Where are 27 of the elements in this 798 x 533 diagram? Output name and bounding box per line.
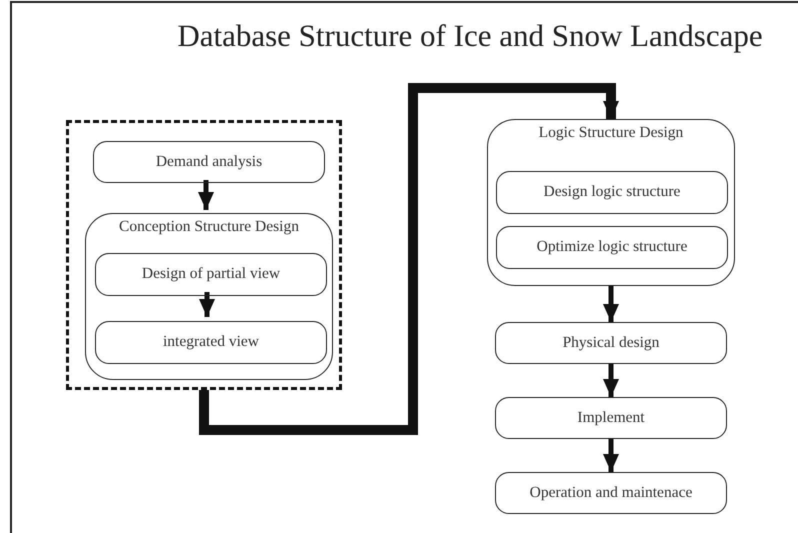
group-box	[85, 213, 333, 380]
process-box	[93, 141, 325, 183]
process-box	[95, 253, 327, 296]
diagram-title: Database Structure of Ice and Snow Landscape	[176, 18, 764, 54]
group-box	[487, 119, 735, 286]
arrow	[198, 180, 214, 210]
process-box	[496, 226, 728, 269]
step-label: Design logic structure	[544, 183, 680, 202]
arrow	[199, 292, 215, 317]
group-heading: Conception Structure Design	[118, 218, 300, 237]
step-label: Design of partial view	[142, 265, 280, 284]
arrow	[603, 364, 619, 397]
step-label: Optimize logic structure	[536, 238, 688, 257]
process-box	[495, 322, 727, 364]
process-box	[495, 397, 727, 439]
process-box	[95, 321, 327, 364]
arrow	[603, 439, 619, 472]
step-label: integrated view	[163, 333, 259, 352]
process-box	[495, 472, 727, 514]
step-label: Physical design	[562, 334, 660, 352]
step-label: Operation and maintenace	[530, 484, 692, 502]
arrow	[603, 286, 619, 322]
step-label: Demand analysis	[156, 152, 262, 172]
step-label: Implement	[577, 408, 645, 428]
group-heading: Logic Structure Design	[538, 124, 684, 143]
dashed-group-frame	[66, 120, 342, 390]
process-box	[496, 171, 728, 214]
